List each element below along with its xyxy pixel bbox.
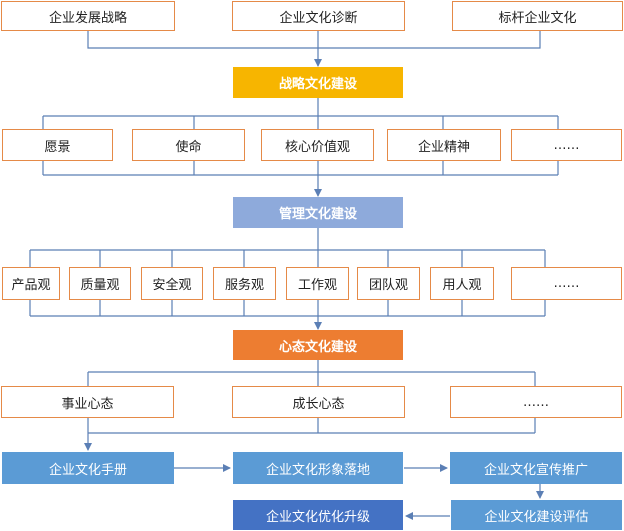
management-item-service: 服务观: [213, 267, 276, 300]
connector-management-rises: [29, 299, 546, 316]
management-item-product: 产品观: [2, 267, 60, 300]
culture-handbook-box: 企业文化手册: [2, 452, 174, 484]
connector-mindset-rises: [87, 418, 536, 433]
strategy-item-mission: 使命: [132, 129, 245, 161]
strategy-item-vision: 愿景: [2, 129, 113, 161]
culture-upgrade-box: 企业文化优化升级: [233, 500, 403, 530]
connector-strategy-drops: [42, 116, 559, 129]
connector-strategy-rises: [42, 160, 559, 175]
management-item-quality: 质量观: [69, 267, 131, 300]
culture-promotion-box: 企业文化宣传推广: [450, 452, 622, 484]
mindset-culture-box: 心态文化建设: [233, 330, 403, 360]
input-diagnosis-box: 企业文化诊断: [232, 1, 405, 31]
strategy-culture-box: 战略文化建设: [233, 67, 403, 98]
management-item-safety: 安全观: [141, 267, 203, 300]
strategy-item-more: ……: [511, 129, 622, 161]
mindset-item-career: 事业心态: [1, 386, 174, 418]
management-item-team: 团队观: [357, 267, 420, 300]
management-item-work: 工作观: [286, 267, 349, 300]
strategy-item-core-values: 核心价值观: [261, 129, 374, 161]
culture-landing-box: 企业文化形象落地: [233, 452, 403, 484]
mindset-item-growth: 成长心态: [232, 386, 405, 418]
management-item-more: ……: [511, 267, 622, 300]
management-culture-box: 管理文化建设: [233, 197, 403, 228]
connector-inputs: [87, 31, 541, 49]
connector-management-drops: [29, 250, 546, 267]
input-strategy-box: 企业发展战略: [1, 1, 175, 31]
connector-mindset-drops: [87, 372, 536, 386]
input-benchmark-box: 标杆企业文化: [452, 1, 623, 31]
management-item-talent: 用人观: [430, 267, 494, 300]
strategy-item-spirit: 企业精神: [387, 129, 501, 161]
culture-evaluation-box: 企业文化建设评估: [451, 500, 622, 530]
mindset-item-more: ……: [450, 386, 622, 418]
